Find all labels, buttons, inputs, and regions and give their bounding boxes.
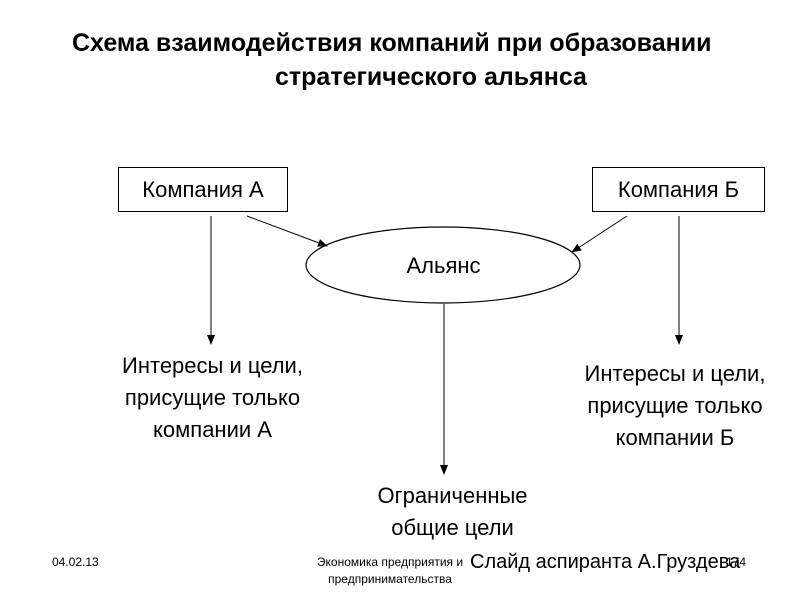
interests-b-text: Интересы и цели, присущие только компани… [584, 361, 766, 450]
common-goals-text: Ограниченные общие цели [377, 483, 528, 540]
slide-title: Схема взаимодействия компаний при образо… [0, 26, 800, 94]
arrow-company-b-to-alliance [571, 215, 628, 253]
title-line-2: стратегического альянса [275, 63, 587, 91]
company-b-box: Компания Б [592, 167, 765, 212]
arrow-company-a-to-alliance [246, 215, 328, 247]
alliance-label: Альянс [406, 253, 481, 278]
slide-credit: Слайд аспиранта А.Груздева [470, 551, 741, 573]
company-a-box: Компания А [118, 167, 288, 212]
interests-a-text: Интересы и цели, присущие только компани… [122, 353, 303, 442]
footer-subject: Экономика предприятия и предпринимательс… [316, 555, 464, 586]
footer-date: 04.02.13 [52, 555, 99, 569]
footer-page-number: 174 [726, 555, 747, 569]
title-line-1: Схема взаимодействия компаний при образо… [72, 29, 712, 57]
alliance-ellipse [305, 226, 581, 304]
